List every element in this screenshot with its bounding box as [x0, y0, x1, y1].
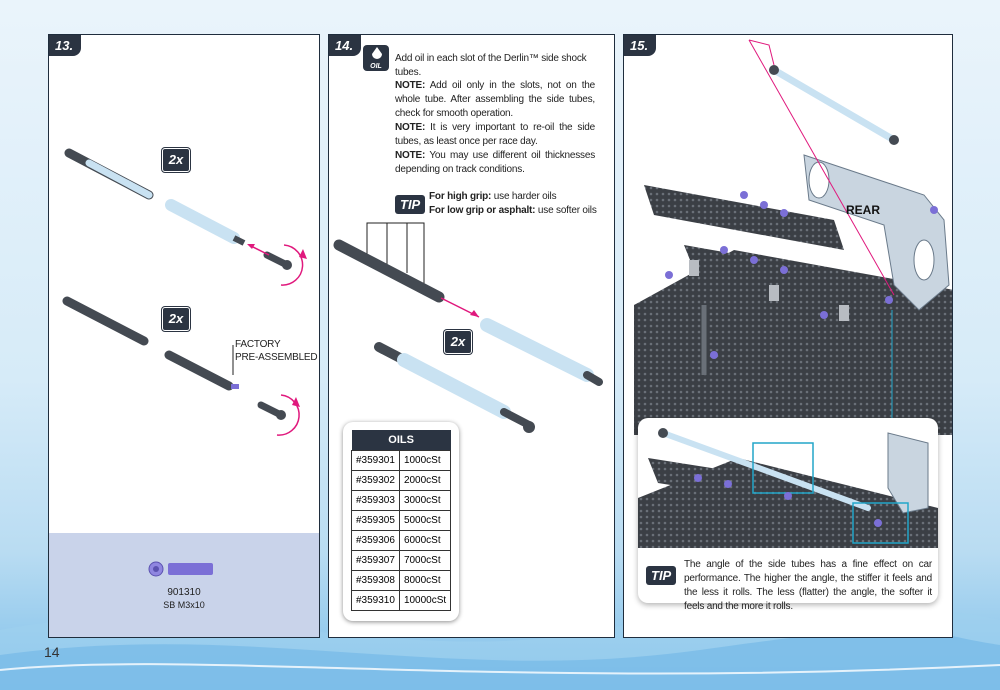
step-15-panel: 15.	[623, 34, 953, 638]
rotate-arrow-lower	[276, 394, 300, 436]
ball-end-upper	[263, 251, 292, 270]
pod-plate	[684, 245, 864, 300]
aluminum-tube	[480, 318, 603, 386]
chassis-plate	[634, 250, 952, 435]
page-number: 14	[44, 644, 60, 660]
step-badge: 15.	[624, 35, 657, 56]
oil-slot-lines	[366, 222, 425, 285]
detail-illustration	[638, 428, 938, 548]
tip-text: The angle of the side tubes has a fine e…	[684, 559, 932, 612]
rear-label: REAR	[846, 203, 881, 217]
highlight-box	[852, 502, 909, 544]
upper-deck	[644, 185, 844, 250]
rotate-arrow	[280, 244, 304, 286]
step-13-illustration	[62, 148, 307, 436]
part-name: SB M3x10	[163, 600, 205, 610]
step-badge: 13.	[49, 35, 82, 56]
highlight-box	[752, 442, 814, 494]
rod-lower-assembled	[164, 350, 286, 420]
screw-icon	[148, 561, 213, 577]
oil-drop-icon	[372, 47, 382, 60]
rear-bulkhead	[803, 154, 950, 311]
tip-badge: TIP	[395, 195, 426, 214]
tip-badge: TIP	[646, 566, 677, 585]
rod-lower	[62, 296, 149, 346]
quantity-badge: 2x	[162, 307, 190, 331]
detail-callout: TIP The angle of the side tubes has a fi…	[638, 418, 938, 612]
tip-text: For high grip: use harder oils For low g…	[429, 191, 597, 216]
quantity-badge: 2x	[162, 148, 190, 172]
step-13-panel: 13. 2x 2x	[48, 34, 320, 638]
bolts	[665, 191, 938, 359]
oil-icon: OIL	[363, 45, 389, 71]
quantity-badge: 2x	[444, 330, 472, 354]
part-number: 901310	[167, 587, 201, 598]
side-link	[770, 66, 898, 144]
derlin-tube	[333, 239, 445, 303]
springs	[689, 260, 849, 321]
guide-line	[748, 39, 775, 66]
assembled-side-tube	[374, 342, 535, 433]
factory-label: FACTORY PRE-ASSEMBLED	[235, 339, 318, 363]
step-14-illustration	[333, 222, 603, 433]
step-badge: 14.	[329, 35, 362, 56]
oils-header: OILS	[351, 430, 451, 451]
step-14-panel: 14. OIL Add oil in each slot of the Derl…	[328, 34, 615, 638]
chassis-illustration	[634, 39, 952, 455]
rod-upper	[64, 148, 154, 200]
parts-band: 901310 SB M3x10	[49, 533, 319, 637]
instruction-text: Add oil in each slot of the Derlin™ side…	[395, 53, 587, 78]
notes-block: NOTE: Add oil only in the slots, not on …	[395, 80, 595, 175]
tube-upper	[165, 199, 246, 246]
